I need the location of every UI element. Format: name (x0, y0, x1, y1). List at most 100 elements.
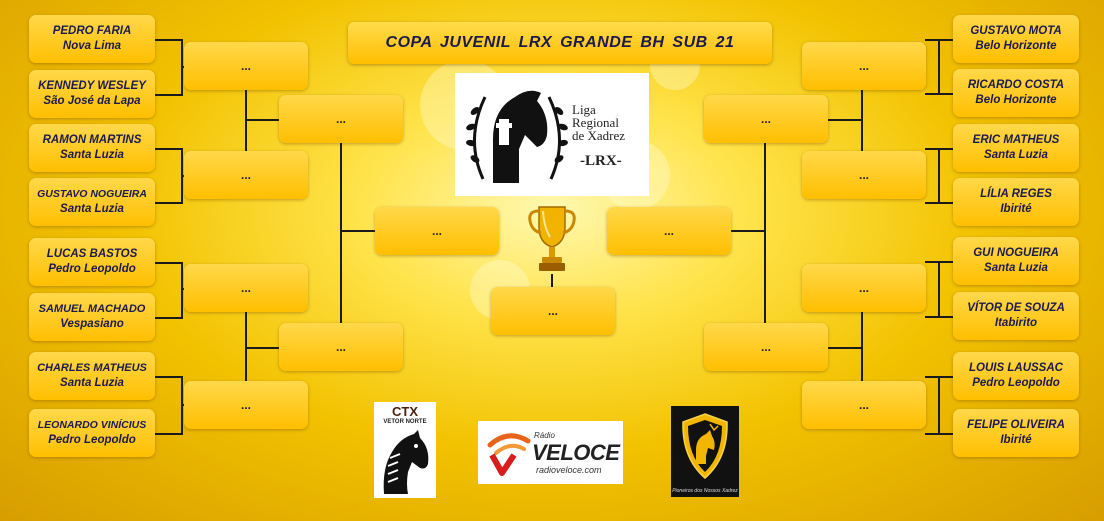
bracket-line (340, 230, 376, 232)
match-slot[interactable]: ... (184, 151, 308, 199)
player-city: São José da Lapa (43, 95, 141, 107)
player-name: GUI NOGUEIRA (973, 247, 1059, 259)
player-card: VÍTOR DE SOUZA Itabirito (953, 292, 1079, 340)
player-city: Itabirito (994, 317, 1038, 329)
bracket-line (938, 148, 940, 204)
bracket-line (245, 347, 280, 349)
player-card: CHARLES MATHEUS Santa Luzia (29, 352, 155, 400)
player-name: CHARLES MATHEUS (37, 362, 147, 374)
lrx-line: de Xadrez (572, 128, 626, 143)
lrx-line: Regional (572, 115, 619, 130)
bracket-line (861, 312, 863, 381)
player-name: RAMON MARTINS (42, 134, 142, 146)
shield-knight-icon (682, 413, 728, 479)
match-slot[interactable]: ... (279, 323, 403, 371)
laurel-horse-icon (466, 90, 568, 183)
bracket-line (155, 39, 183, 41)
match-slot[interactable]: ... (704, 95, 828, 143)
player-city: Belo Horizonte (975, 94, 1057, 106)
bracket-line (155, 148, 183, 150)
player-name: SAMUEL MACHADO (38, 303, 146, 315)
lrx-logo: Liga Regional de Xadrez -LRX- (455, 73, 649, 196)
bracket-line (828, 119, 863, 121)
bracket-line (155, 317, 183, 319)
lrx-name: Liga Regional de Xadrez (572, 103, 625, 142)
slot-placeholder: ... (431, 224, 442, 238)
slot-placeholder: ... (663, 224, 674, 238)
player-name: LOUIS LAUSSAC (969, 362, 1063, 374)
player-card: LUCAS BASTOS Pedro Leopoldo (29, 238, 155, 286)
player-city: Santa Luzia (984, 262, 1048, 274)
player-city: Ibirité (1000, 434, 1032, 446)
player-card: LEONARDO VINÍCIUS Pedro Leopoldo (29, 409, 155, 457)
match-slot[interactable]: ... (802, 151, 926, 199)
player-card: KENNEDY WESLEY São José da Lapa (29, 70, 155, 118)
player-card: GUSTAVO MOTA Belo Horizonte (953, 15, 1079, 63)
bracket-line (245, 119, 280, 121)
match-slot[interactable]: ... (184, 381, 308, 429)
match-slot[interactable]: ... (184, 42, 308, 90)
player-name: LEONARDO VINÍCIUS (37, 419, 147, 431)
bracket-line (155, 433, 183, 435)
player-name: ERIC MATHEUS (972, 134, 1060, 146)
bracket-line (181, 66, 185, 68)
radio-veloce-logo: Rádio VELOCE radioveloce.com (478, 421, 623, 484)
player-name: VÍTOR DE SOUZA (967, 302, 1065, 314)
slot-placeholder: ... (240, 59, 251, 73)
slot-placeholder: ... (858, 59, 869, 73)
slot-placeholder: ... (858, 281, 869, 295)
shield-caption: Pioneiros dos Nossos Xadrez (672, 488, 738, 494)
bracket-line (155, 376, 183, 378)
player-city: Santa Luzia (60, 377, 124, 389)
radio-wave-icon (487, 433, 531, 476)
bracket-line (181, 175, 185, 177)
match-slot[interactable]: ... (802, 381, 926, 429)
bracket-line (181, 404, 185, 406)
semifinal-slot[interactable]: ... (375, 207, 499, 255)
bracket-line (551, 274, 553, 288)
ctx-logo: CTX VETOR NORTE (374, 402, 436, 498)
player-city: Santa Luzia (60, 149, 124, 161)
player-city: Pedro Leopoldo (48, 263, 136, 275)
player-name: GUSTAVO NOGUEIRA (37, 188, 147, 200)
player-city: Ibirité (1000, 203, 1032, 215)
bracket-line (245, 312, 247, 381)
player-card: PEDRO FARIA Nova Lima (29, 15, 155, 63)
bracket-line (155, 262, 183, 264)
slot-placeholder: ... (240, 168, 251, 182)
trophy-icon (528, 206, 576, 271)
bracket-line (938, 261, 940, 318)
slot-placeholder: ... (858, 168, 869, 182)
player-card: LOUIS LAUSSAC Pedro Leopoldo (953, 352, 1079, 400)
player-city: Pedro Leopoldo (48, 434, 136, 446)
player-name: GUSTAVO MOTA (970, 25, 1062, 37)
bracket-line (828, 347, 863, 349)
player-card: LÍLIA REGES Ibirité (953, 178, 1079, 226)
slot-placeholder: ... (335, 340, 346, 354)
player-city: Nova Lima (62, 40, 122, 52)
player-name: FELIPE OLIVEIRA (967, 419, 1065, 431)
match-slot[interactable]: ... (802, 42, 926, 90)
slot-placeholder: ... (760, 340, 771, 354)
bracket-line (181, 262, 183, 319)
slot-placeholder: ... (335, 112, 346, 126)
player-city: Pedro Leopoldo (972, 377, 1060, 389)
champion-slot[interactable]: ... (491, 287, 615, 335)
bracket-line (340, 143, 342, 323)
lrx-abbr: -LRX- (580, 153, 622, 169)
tournament-title: COPA JUVENIL LRX GRANDE BH SUB 21 (348, 22, 772, 64)
bracket-line (938, 39, 940, 95)
match-slot[interactable]: ... (802, 264, 926, 312)
radio-url: radioveloce.com (536, 465, 602, 475)
player-city: Santa Luzia (60, 203, 124, 215)
match-slot[interactable]: ... (704, 323, 828, 371)
bracket-line (764, 143, 766, 323)
semifinal-slot[interactable]: ... (607, 207, 731, 255)
bracket-line (938, 376, 940, 435)
match-slot[interactable]: ... (279, 95, 403, 143)
radio-label: Rádio (534, 431, 555, 440)
match-slot[interactable]: ... (184, 264, 308, 312)
bracket-line (155, 94, 183, 96)
bracket-line (731, 230, 766, 232)
player-name: LÍLIA REGES (980, 188, 1052, 200)
